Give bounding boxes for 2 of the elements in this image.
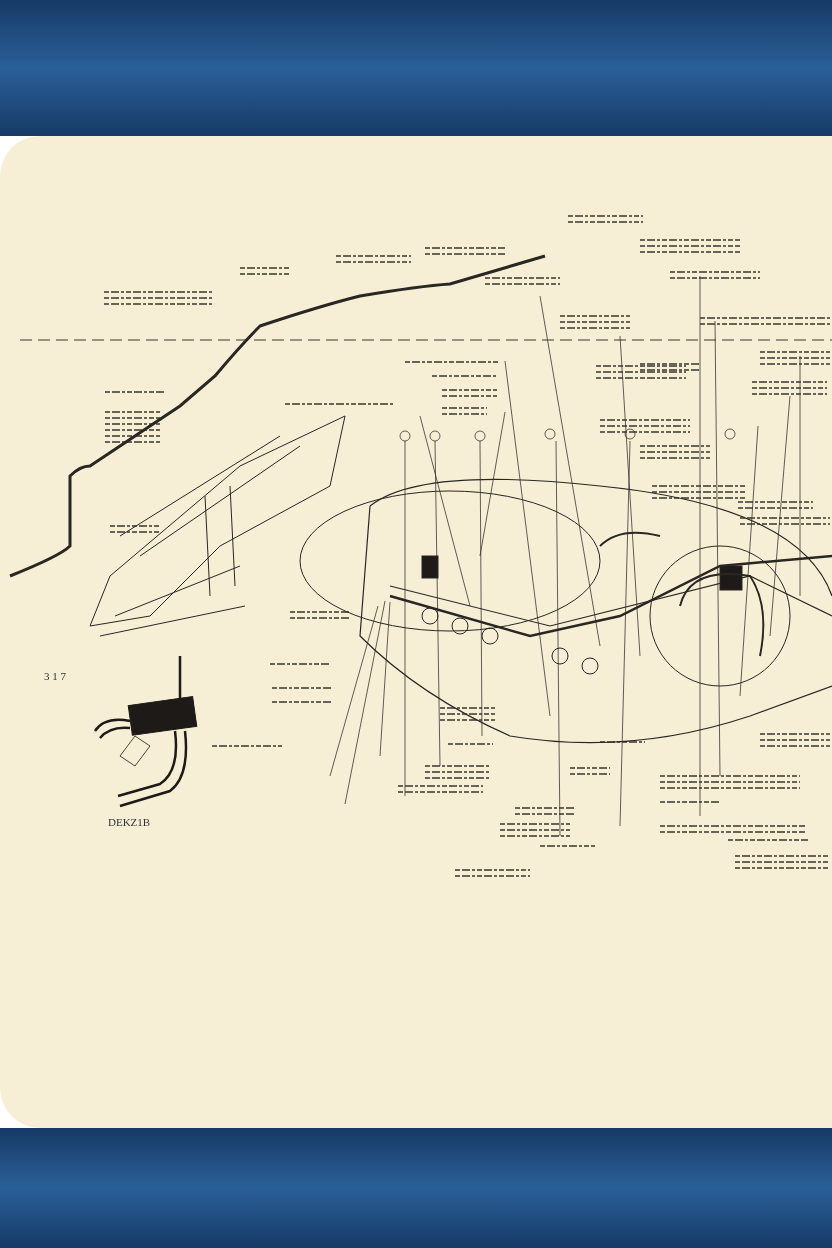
part-label: DEKZ1B bbox=[108, 816, 151, 828]
part-label: 3 1 7 bbox=[44, 670, 66, 682]
